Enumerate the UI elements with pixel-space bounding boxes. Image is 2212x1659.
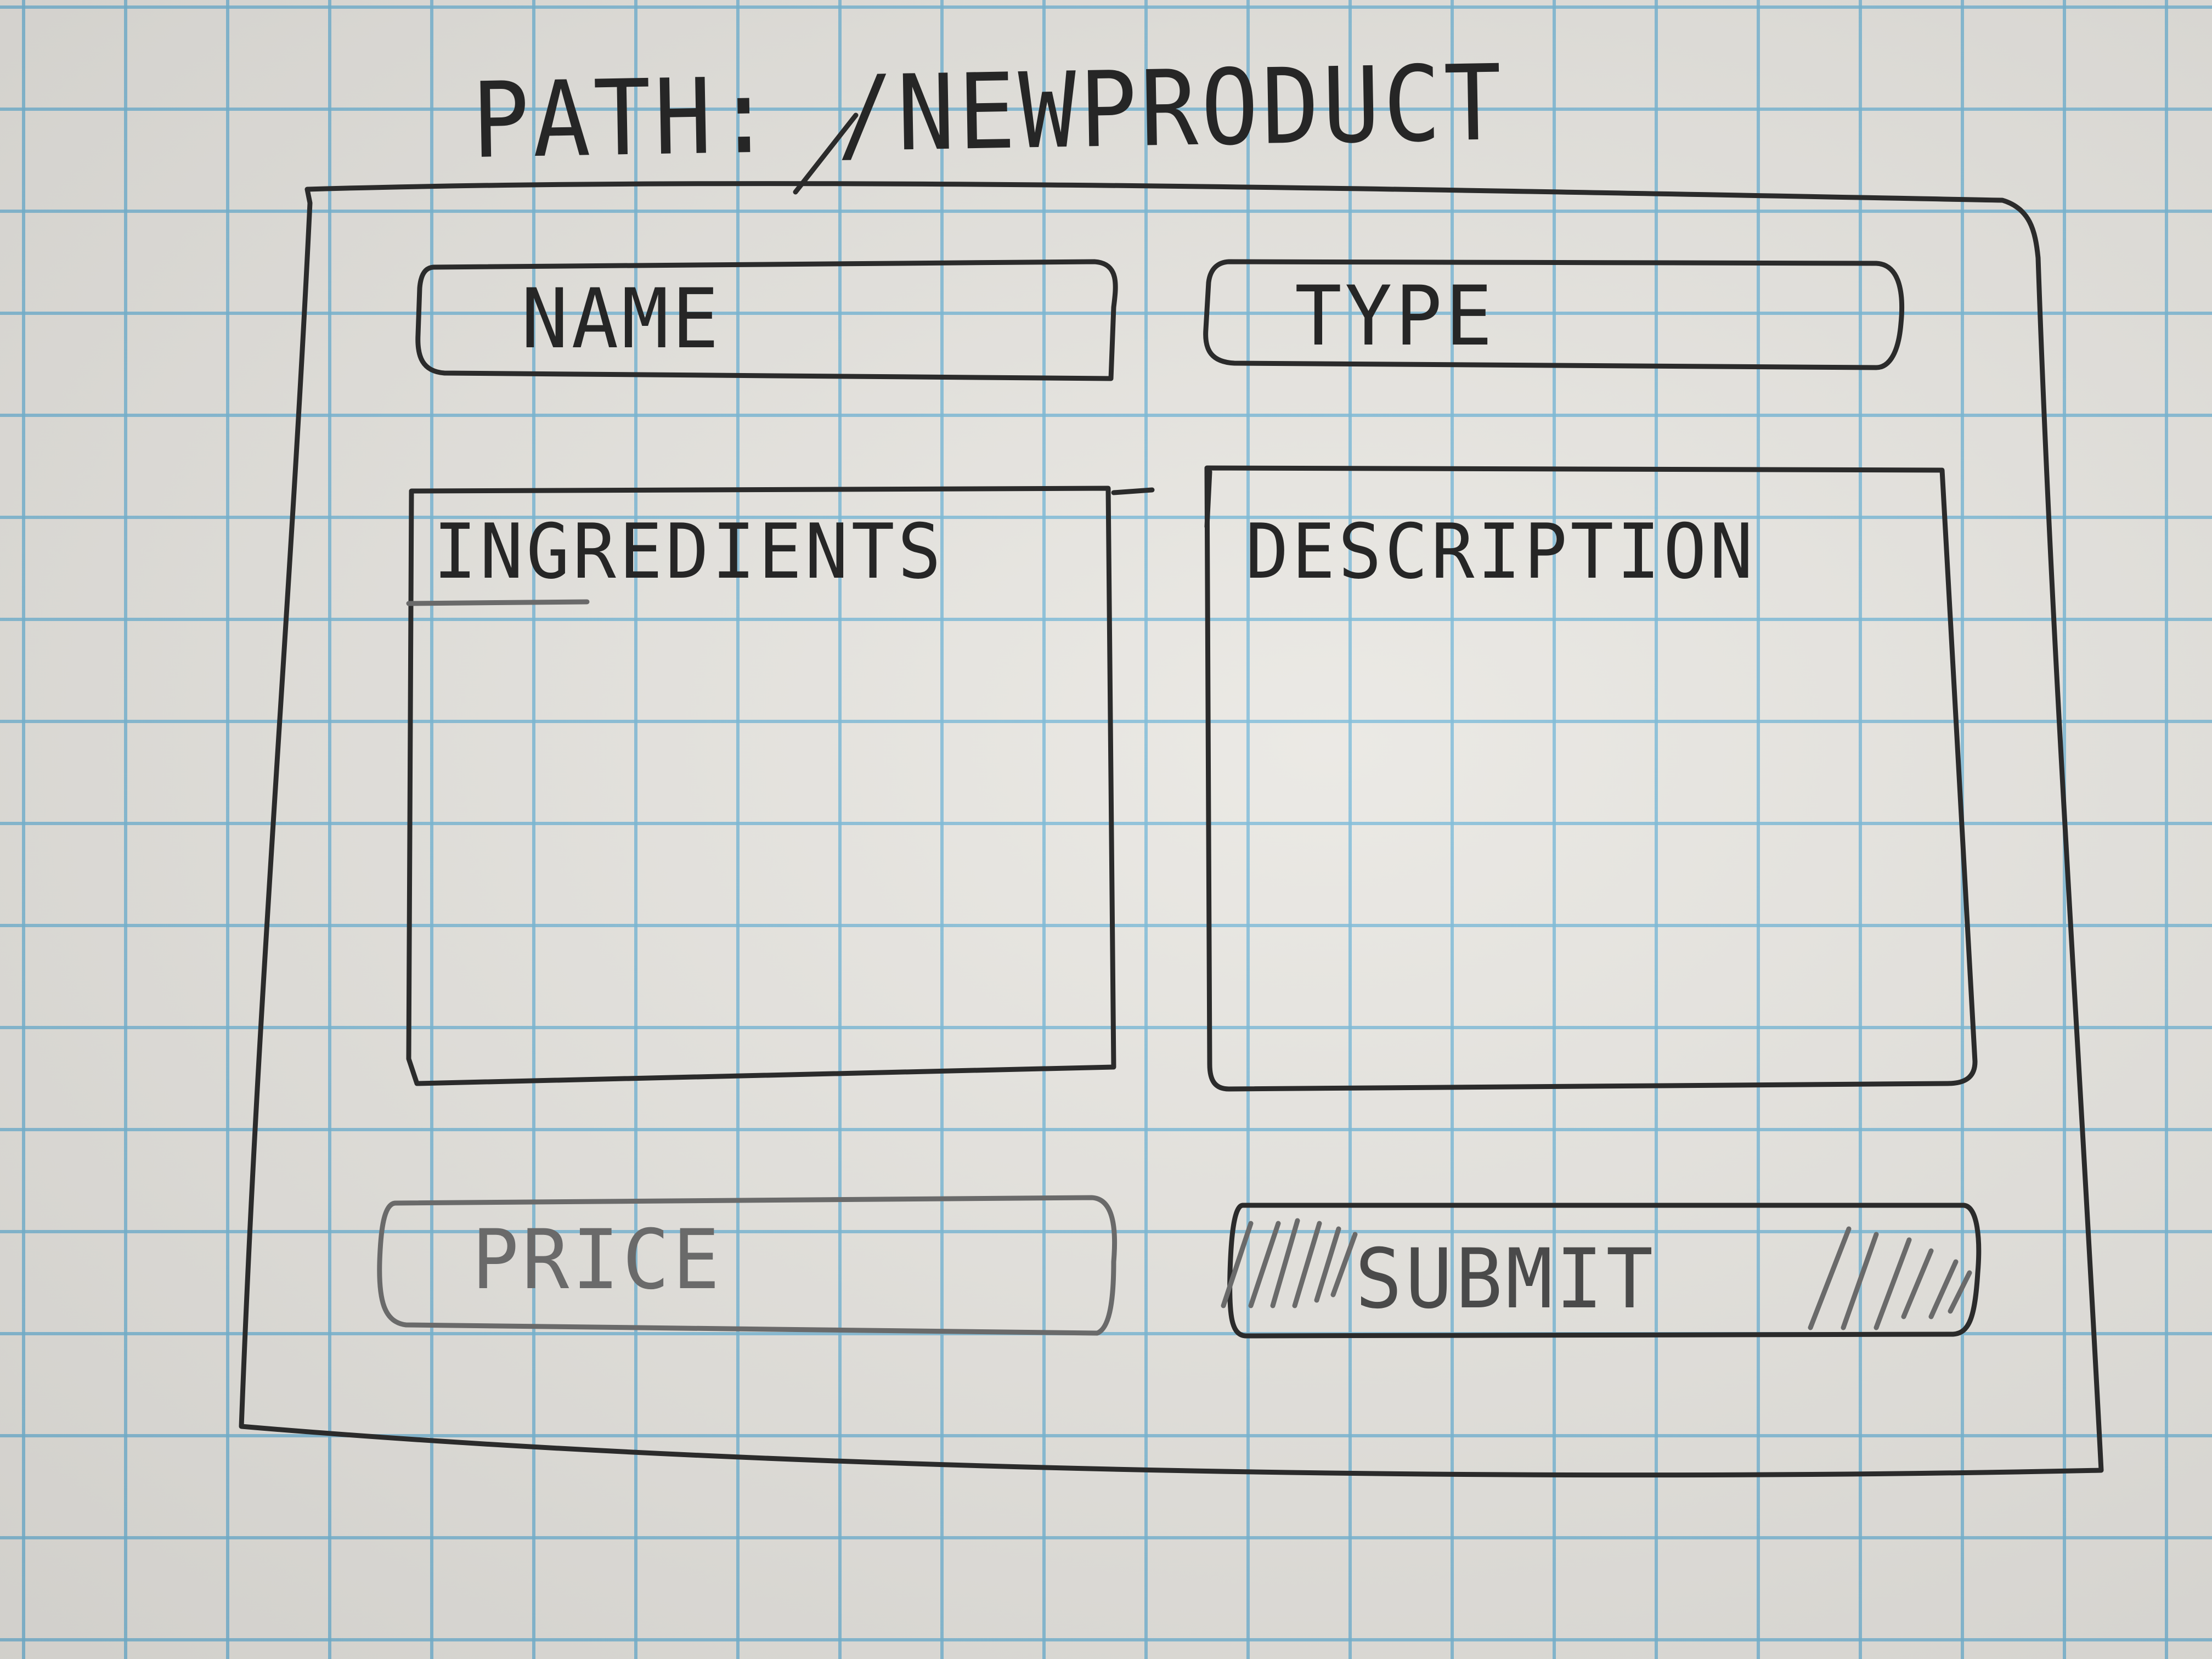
ingredients-field-label: INGREDIENTS (433, 507, 944, 596)
submit-button-box (1227, 1203, 1982, 1339)
type-field-label: TYPE (1295, 269, 1496, 364)
type-field-box (1203, 259, 1904, 370)
page-frame (239, 181, 2104, 1478)
price-field-box (377, 1195, 1118, 1336)
submit-hatch-left (1221, 1218, 1358, 1308)
path-label: PATH: /NEWPRODUCT (471, 42, 1506, 182)
submit-hatch-right (1808, 1226, 1972, 1330)
description-field-label: DESCRIPTION (1245, 507, 1756, 596)
description-field-box (1204, 465, 1978, 1092)
ingredients-field-box (406, 486, 1116, 1086)
submit-button-label: SUBMIT (1355, 1232, 1656, 1327)
price-field-label: PRICE (472, 1212, 723, 1308)
name-field-box (415, 259, 1118, 381)
name-field-label: NAME (521, 272, 722, 367)
